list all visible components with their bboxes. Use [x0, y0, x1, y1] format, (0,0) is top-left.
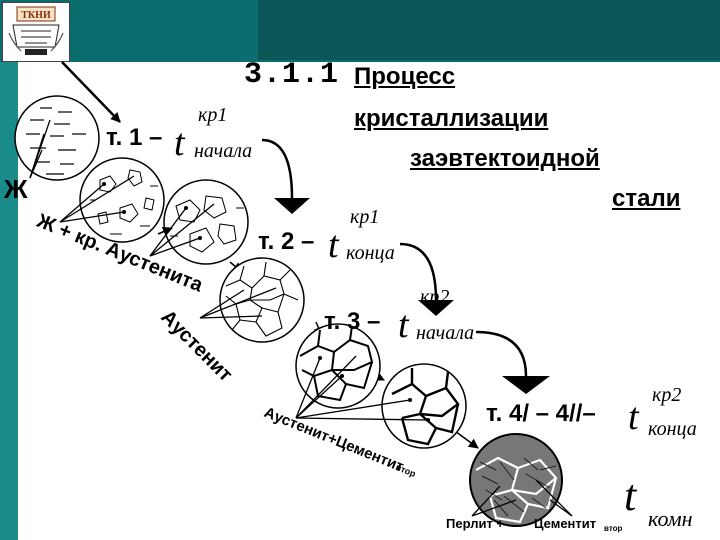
stage-3-t: t — [398, 304, 409, 346]
liquid-austenite-circle-2 — [163, 179, 249, 265]
stage-3-t-sup: кр2 — [420, 286, 450, 308]
stage-arrowhead-1 — [274, 198, 310, 214]
cementite-secondary-sub: втор — [604, 524, 623, 533]
stage-2-t: t — [328, 224, 339, 266]
liquid-circle — [14, 95, 100, 181]
title-line-3: заэвтектоидной — [410, 145, 600, 172]
stage-1-t-sup: кр1 — [198, 104, 228, 126]
cementite-secondary-label: Цементит — [534, 516, 597, 531]
section-number: 3.1.1 — [244, 58, 340, 92]
stage-arrow-1 — [261, 138, 294, 199]
stage-1-t-sub: начала — [194, 140, 253, 162]
pearlite-cementite-circle — [469, 433, 563, 527]
stage-2-t-sub: конца — [346, 242, 395, 264]
austenite-cementite-circle-2 — [381, 363, 467, 449]
left-sidebar-stripe — [0, 62, 18, 540]
stage-4-t-sub: конца — [648, 418, 697, 440]
stage-4-label: т. 4/ – 4//– — [486, 400, 596, 427]
liquid-austenite-circle-1 — [79, 157, 165, 243]
stage-arrowhead-3 — [502, 376, 550, 394]
stage-arrowhead-2 — [418, 300, 454, 316]
stage-2-t-sup: кр1 — [350, 206, 380, 228]
stage-2-label: т. 2 – — [258, 228, 315, 255]
header-bar-dark — [258, 0, 720, 60]
entry-arrow — [61, 61, 121, 123]
austenite-cementite-circle-1 — [295, 323, 381, 409]
stage-3-t-sub: начала — [416, 322, 475, 344]
liquid-label: Ж — [4, 174, 28, 204]
final-t-sub: комн — [648, 506, 693, 531]
title-line-1: Процесс — [354, 63, 456, 90]
stage-3-label: т. 3 – — [324, 308, 381, 335]
stage-1-label: т. 1 – — [106, 124, 163, 151]
pearlite-label: Перлит + — [446, 516, 505, 531]
stage-1-t: t — [174, 122, 185, 164]
institution-logo: ТКНИ — [2, 2, 70, 62]
logo-text: ТКНИ — [21, 10, 51, 21]
austenite-circle — [219, 257, 305, 343]
stage-arrow-2 — [399, 242, 438, 301]
final-t: t — [624, 471, 637, 520]
stage-4-t-sup: кр2 — [652, 384, 682, 406]
title-line-4: стали — [612, 185, 681, 212]
title-line-2: кристаллизации — [354, 105, 549, 132]
stage-arrow-3 — [475, 330, 528, 377]
stage-4-t: t — [628, 396, 639, 438]
logo-emblem-icon: ТКНИ — [8, 6, 64, 55]
